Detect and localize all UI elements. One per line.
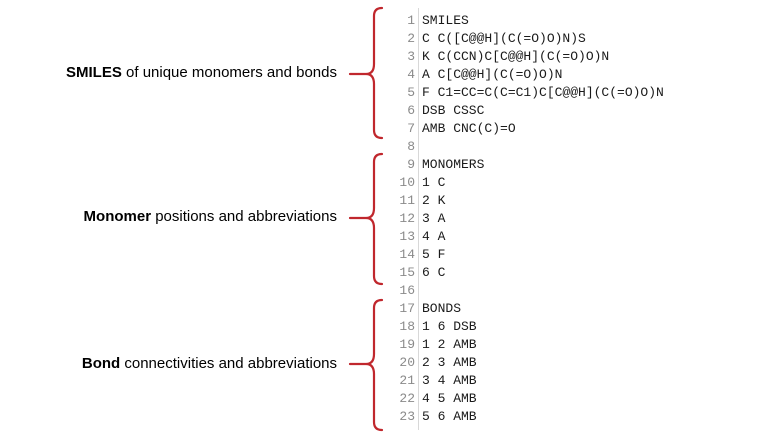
code-text: A C[C@@H](C(=O)O)N bbox=[422, 67, 563, 82]
line-number: 13 bbox=[399, 229, 415, 244]
code-text: DSB CSSC bbox=[422, 103, 485, 118]
monomer-bracket bbox=[348, 152, 384, 286]
line-number: 18 bbox=[399, 319, 415, 334]
code-text: 3 A bbox=[422, 211, 446, 226]
code-text: 5 6 AMB bbox=[422, 409, 477, 424]
smiles-annotation-text: of unique monomers and bonds bbox=[121, 64, 337, 81]
smiles-bracket bbox=[348, 6, 384, 140]
bond-annotation-bold: Bond bbox=[81, 355, 121, 372]
code-text: 5 F bbox=[422, 247, 446, 262]
bond-annotation: Bond connectivities and abbreviations bbox=[82, 355, 337, 372]
smiles-annotation: SMILES of unique monomers and bonds bbox=[66, 64, 337, 81]
line-number: 2 bbox=[407, 31, 415, 46]
line-number: 19 bbox=[399, 337, 415, 352]
line-number: 17 bbox=[399, 301, 415, 316]
line-number: 14 bbox=[399, 247, 415, 262]
code-text: 1 2 AMB bbox=[422, 337, 477, 352]
code-text: 6 C bbox=[422, 265, 446, 280]
line-number: 20 bbox=[399, 355, 415, 370]
line-number: 10 bbox=[399, 175, 415, 190]
monomer-annotation: Monomer positions and abbreviations bbox=[84, 208, 337, 225]
line-number: 9 bbox=[407, 157, 415, 172]
line-number: 4 bbox=[407, 67, 415, 82]
code-text: MONOMERS bbox=[422, 157, 485, 172]
line-number: 1 bbox=[407, 13, 415, 28]
line-number-gutter bbox=[392, 8, 419, 430]
code-editor: 1 SMILES 2 C C([C@@H](C(=O)O)N)S 3 K C(CCN)C[… bbox=[392, 8, 722, 430]
code-text: BONDS bbox=[422, 301, 462, 316]
code-text: 2 3 AMB bbox=[422, 355, 477, 370]
line-number: 22 bbox=[399, 391, 415, 406]
code-text: AMB CNC(C)=O bbox=[422, 121, 516, 136]
code-text: C C([C@@H](C(=O)O)N)S bbox=[422, 31, 586, 46]
code-text: 1 C bbox=[422, 175, 446, 190]
line-number: 12 bbox=[399, 211, 415, 226]
code-text: K C(CCN)C[C@@H](C(=O)O)N bbox=[422, 49, 610, 64]
line-number: 3 bbox=[407, 49, 415, 64]
line-number: 23 bbox=[399, 409, 415, 424]
code-text: 1 6 DSB bbox=[422, 319, 477, 334]
monomer-annotation-text: positions and abbreviations bbox=[151, 208, 337, 225]
smiles-annotation-bold: SMILES bbox=[66, 64, 122, 81]
line-number: 7 bbox=[407, 121, 415, 136]
code-text: 4 A bbox=[422, 229, 446, 244]
monomer-annotation-bold: Monomer bbox=[83, 208, 152, 225]
code-text: 3 4 AMB bbox=[422, 373, 477, 388]
bond-annotation-text: connectivities and abbreviations bbox=[120, 355, 337, 372]
bond-bracket bbox=[348, 298, 384, 432]
line-number: 8 bbox=[407, 139, 415, 154]
code-text: 2 K bbox=[422, 193, 446, 208]
line-number: 11 bbox=[399, 193, 415, 208]
line-number: 16 bbox=[399, 283, 415, 298]
line-number: 21 bbox=[399, 373, 415, 388]
code-text: SMILES bbox=[422, 13, 469, 28]
line-number: 5 bbox=[407, 85, 415, 100]
code-text: F C1=CC=C(C=C1)C[C@@H](C(=O)O)N bbox=[422, 85, 664, 100]
line-number: 6 bbox=[407, 103, 415, 118]
line-number: 15 bbox=[399, 265, 415, 280]
code-text: 4 5 AMB bbox=[422, 391, 477, 406]
